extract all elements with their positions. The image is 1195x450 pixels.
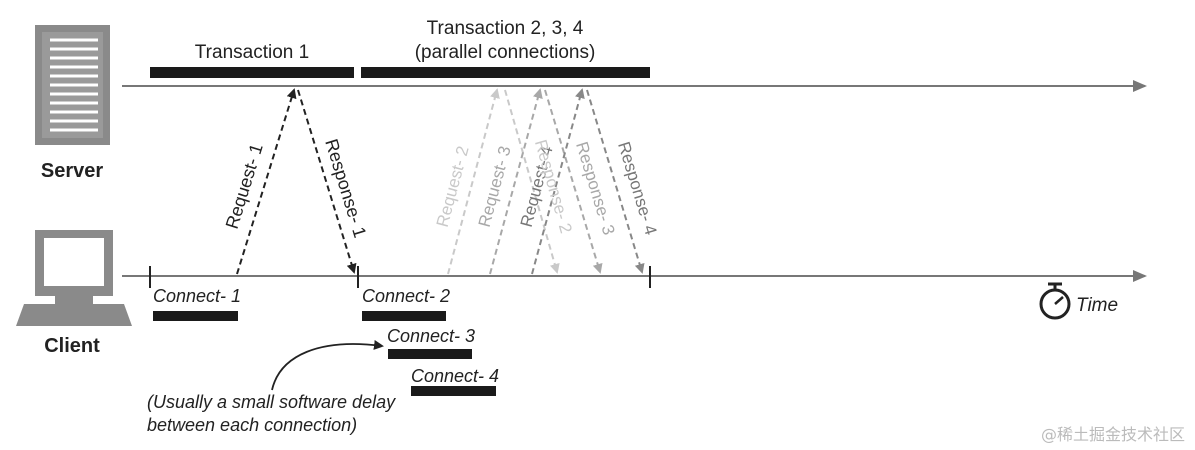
computer-icon xyxy=(16,230,132,326)
server-label: Server xyxy=(41,160,103,182)
connect-4-label: Connect- 4 xyxy=(411,366,499,386)
response-4-arrow xyxy=(586,89,645,274)
response-4-label: Response- 4 xyxy=(614,140,660,238)
stopwatch-icon xyxy=(1039,282,1071,320)
client-label: Client xyxy=(44,335,100,357)
request-3-label: Request- 3 xyxy=(475,144,515,229)
connect-1-bar xyxy=(153,311,238,321)
request-2-arrow xyxy=(447,88,500,275)
delay-annotation-arrow xyxy=(271,340,384,391)
request-1-arrow xyxy=(236,88,297,275)
transaction-234-label-line1: Transaction 2, 3, 4 xyxy=(427,18,584,39)
transaction-234-bar xyxy=(361,67,650,78)
time-label: Time xyxy=(1076,295,1118,316)
connect-3-bar xyxy=(388,349,472,359)
request-3-arrow xyxy=(489,88,543,275)
connect-2-label: Connect- 2 xyxy=(362,286,450,306)
response-3-label: Response- 3 xyxy=(572,140,618,238)
delay-note-line1: (Usually a small software delay xyxy=(147,392,396,412)
response-2-arrow xyxy=(504,89,560,274)
transaction-234-label-line2: (parallel connections) xyxy=(415,42,596,63)
response-1-arrow xyxy=(297,89,357,274)
connect-4-bar xyxy=(411,386,496,396)
watermark-text: @稀土掘金技术社区 xyxy=(1041,425,1185,444)
connect-2-bar xyxy=(362,311,446,321)
connect-1-label: Connect- 1 xyxy=(153,286,241,306)
request-2-label: Request- 2 xyxy=(433,144,473,229)
transaction-1-label: Transaction 1 xyxy=(195,42,309,63)
transaction-1-bar xyxy=(150,67,354,78)
server-icon xyxy=(35,25,110,145)
request-1-label: Request- 1 xyxy=(222,141,267,231)
request-4-arrow xyxy=(531,88,585,275)
connect-3-label: Connect- 3 xyxy=(387,326,475,346)
response-3-arrow xyxy=(544,89,603,274)
delay-note-line2: between each connection) xyxy=(147,415,357,435)
